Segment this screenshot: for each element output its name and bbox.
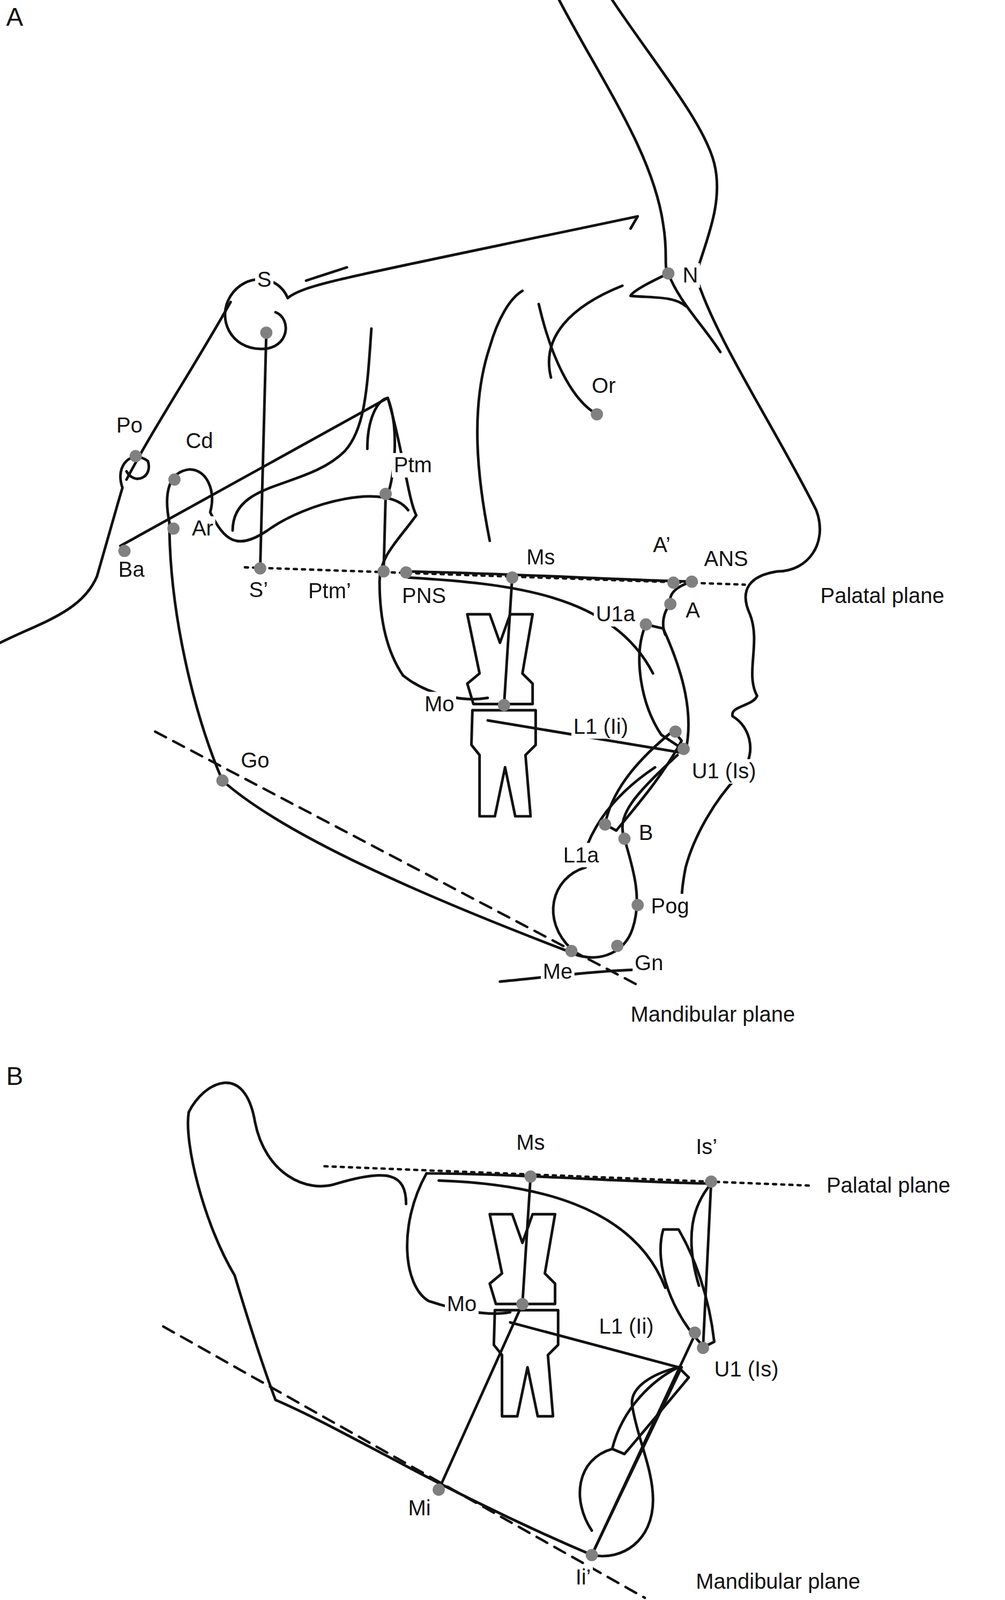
panel-letter: B (4, 1061, 26, 1091)
plane-label: Mandibular plane (628, 1001, 798, 1027)
landmark-label: S (255, 267, 274, 293)
landmark-label: S’ (247, 577, 271, 602)
landmark-label: Cd (183, 428, 216, 454)
panel-b-reference-lines (163, 1166, 812, 1598)
landmark-label: Mi (406, 1495, 434, 1521)
landmark-label: Mo (422, 691, 457, 717)
landmark-label: N (680, 263, 701, 288)
landmark-label: B (636, 820, 655, 845)
landmark-label: U1 (Is) (689, 758, 759, 784)
landmark-label: Ptm’ (306, 578, 354, 603)
landmark-label: Me (540, 958, 575, 984)
plane-label: Palatal plane (818, 583, 947, 609)
landmark-label: Ar (189, 516, 216, 541)
landmark-label: Is’ (693, 1134, 720, 1160)
landmark-label: Go (238, 747, 272, 773)
landmark-label: L1 (Ii) (571, 714, 631, 740)
plane-label: Palatal plane (824, 1173, 953, 1198)
landmark-label: Or (589, 373, 618, 399)
landmark-label: ANS (702, 546, 751, 572)
landmark-label: PNS (399, 583, 449, 609)
plane-label: Mandibular plane (693, 1569, 862, 1595)
landmark-label: Ptm (391, 452, 435, 478)
panel-a-reference-lines (154, 332, 745, 988)
landmark-label: Gn (632, 950, 666, 976)
landmark-label: Ba (116, 556, 147, 582)
panel-b-tracing (188, 1082, 715, 1557)
landmark-label: L1a (561, 842, 601, 868)
landmark-label: Pog (649, 894, 692, 919)
landmark-label: U1 (Is) (712, 1357, 781, 1382)
landmark-label: A (683, 598, 702, 623)
panel-a-tracing (0, 0, 821, 982)
landmark-label: Ii’ (573, 1565, 593, 1590)
landmark-label: Po (114, 413, 145, 438)
panel-a-landmark-dots (118, 267, 698, 958)
panel-letter: A (4, 2, 26, 32)
landmark-label: U1a (593, 601, 638, 627)
panel-b-landmark-dots (432, 1170, 718, 1561)
landmark-label: L1 (Ii) (597, 1314, 657, 1339)
landmark-label: Ms (514, 1130, 547, 1156)
landmark-label: Mo (444, 1291, 479, 1317)
landmark-label: Ms (524, 545, 557, 570)
landmark-label: A’ (650, 532, 673, 558)
